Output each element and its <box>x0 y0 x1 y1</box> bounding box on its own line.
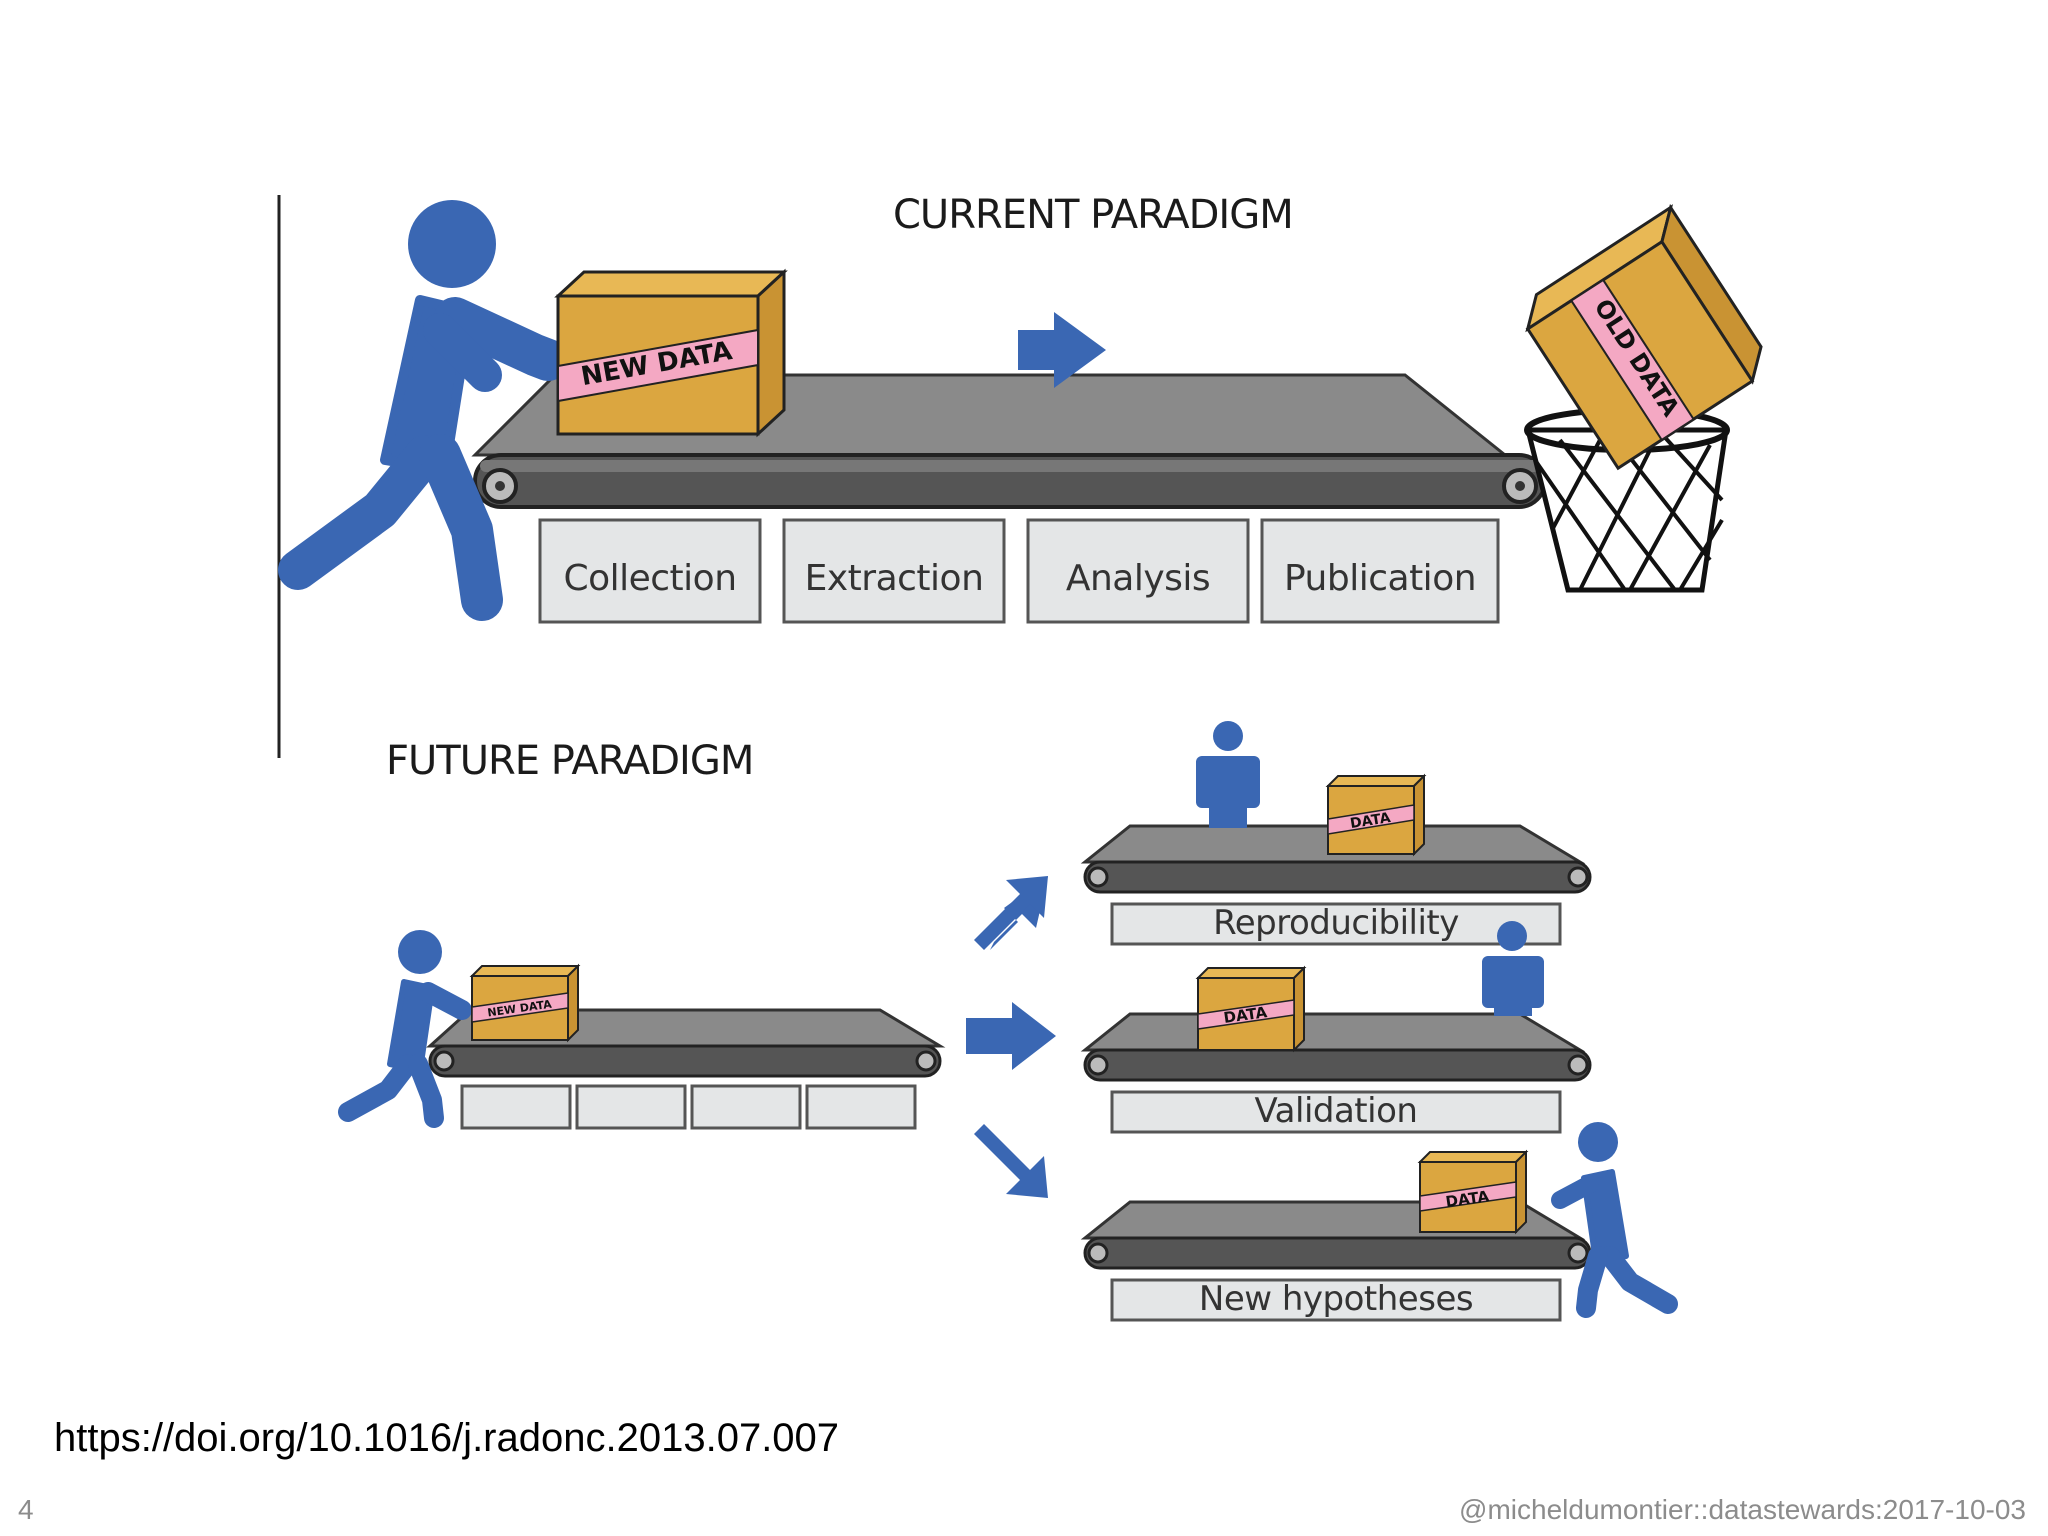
arrow-right-icon <box>966 1002 1056 1070</box>
standing-person-icon <box>1196 721 1260 828</box>
box-tag-data-2: DATA <box>1222 1003 1268 1027</box>
standing-person-icon <box>1482 921 1544 1016</box>
arrow-down-right-icon <box>974 1124 1048 1198</box>
box-tag-data-1: DATA <box>1349 810 1392 832</box>
arrow-up-right-icon <box>974 876 1048 950</box>
outcome-label-validation: Validation <box>1254 1091 1418 1131</box>
doi-link[interactable]: https://doi.org/10.1016/j.radonc.2013.07… <box>54 1416 840 1460</box>
data-box-icon <box>1195 965 1307 1053</box>
person-pushing-icon <box>278 200 569 621</box>
current-stage-boxes <box>538 518 1500 624</box>
slide-number: 4 <box>18 1494 34 1525</box>
stage-label-collection: Collection <box>563 558 737 599</box>
small-new-data-box-icon <box>469 963 581 1043</box>
new-data-box-icon <box>554 268 788 438</box>
data-box-icon <box>1417 1149 1529 1235</box>
data-box-icon <box>1325 773 1427 857</box>
person-pushing-right-icon <box>1551 1122 1678 1318</box>
new-hypotheses-belt <box>1083 1149 1592 1322</box>
old-data-box-icon <box>1525 203 1763 471</box>
stage-label-publication: Publication <box>1283 558 1477 599</box>
future-paradigm-title: FUTURE PARADIGM <box>386 738 754 784</box>
validation-belt <box>1083 921 1592 1134</box>
reproducibility-belt <box>1083 721 1592 946</box>
box-tag-data-3: DATA <box>1444 1187 1490 1211</box>
stage-label-analysis: Analysis <box>1065 558 1211 599</box>
current-paradigm-title: CURRENT PARADIGM <box>893 192 1294 238</box>
footer-credit: @micheldumontier::datastewards:2017-10-0… <box>1459 1494 2026 1525</box>
outcome-label-new-hypotheses: New hypotheses <box>1198 1279 1474 1319</box>
stage-label-extraction: Extraction <box>804 558 984 599</box>
outcome-label-reproducibility: Reproducibility <box>1213 903 1459 943</box>
arrow-right-icon <box>1018 312 1106 388</box>
small-person-pushing-icon <box>338 930 472 1128</box>
